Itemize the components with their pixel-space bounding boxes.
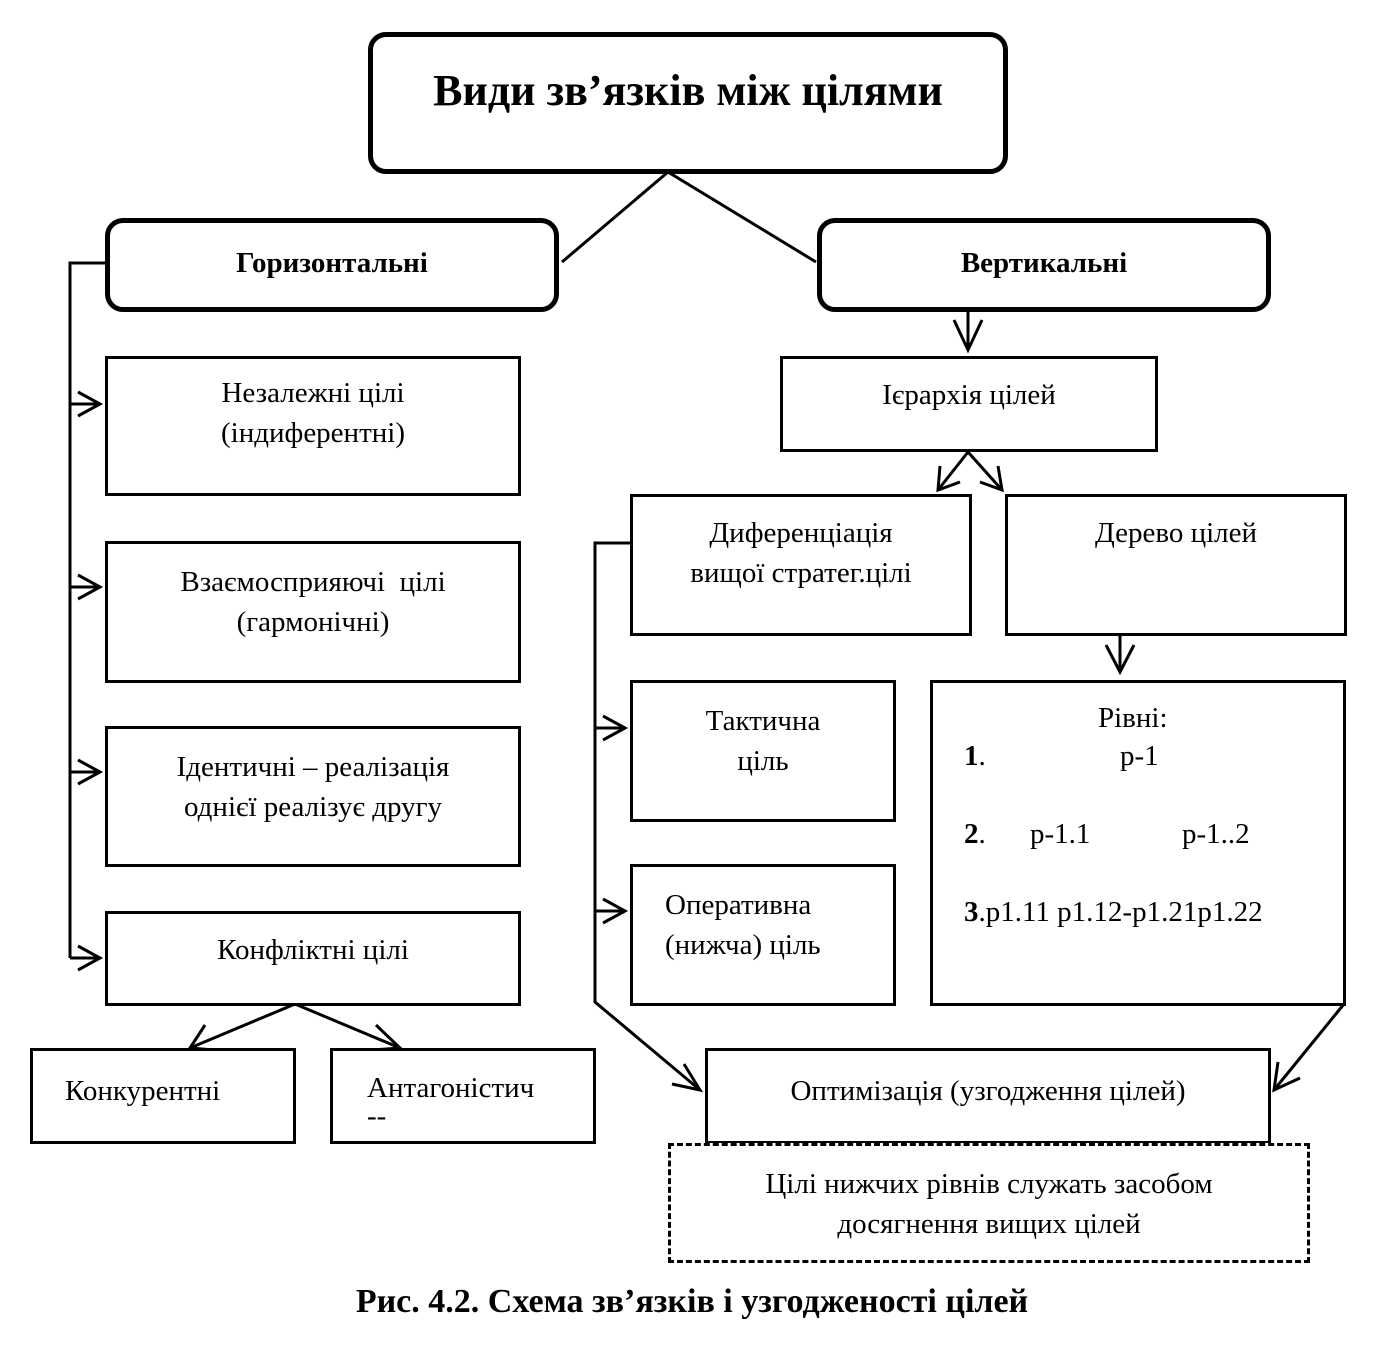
competitive-label: Конкурентні <box>65 1075 221 1107</box>
title-box: Види зв’язків між цілями <box>368 32 1008 174</box>
hierarchy-box: Ієрархія цілей <box>780 356 1158 452</box>
arrowhead-harmonic <box>77 573 104 601</box>
harmonic-goals-line2: (гармонічні) <box>236 606 390 638</box>
vertical-label: Вертикальні <box>960 247 1128 279</box>
goal-tree-box: Дерево цілей <box>1005 494 1347 636</box>
conflict-goals-line1: Конфліктні цілі <box>217 934 409 966</box>
independent-goals-box: Незалежні цілі (індиферентні) <box>105 356 521 496</box>
tactical-goal-line1: Тактична <box>705 705 821 737</box>
arrowhead-tactical <box>602 714 629 742</box>
levels-box <box>930 680 1346 1006</box>
levels-row1: 1. <box>964 738 986 774</box>
harmonic-goals-box: Взаємосприяючі цілі (гармонічні) <box>105 541 521 683</box>
levels-title: Рівні: <box>1098 702 1168 734</box>
note-line2: досягнення вищих цілей <box>837 1208 1141 1240</box>
arrow-title-horizontal <box>561 170 669 264</box>
figure-caption: Рис. 4.2. Схема зв’язків і узгодженості … <box>355 1283 1029 1320</box>
conflict-goals-box: Конфліктні цілі <box>105 911 521 1006</box>
operational-goal-box: Оперативна (нижча) ціль <box>630 864 896 1006</box>
horizontal-category: Горизонтальні <box>105 218 559 312</box>
levels-row1-num: 1 <box>964 740 979 772</box>
arrow-hierarchy-differentiation <box>936 451 970 491</box>
identical-goals-box: Ідентичні – реалізація однієї реалізує д… <box>105 726 521 867</box>
arrowhead-hierarchy <box>952 319 984 354</box>
levels-row2-node-a: р-1.1 <box>1030 818 1091 850</box>
arrowhead-operational <box>602 897 629 925</box>
harmonic-goals-line1: Взаємосприяючі цілі <box>180 566 446 598</box>
antagonistic-box: Антагоністич -- <box>330 1048 596 1144</box>
horizontal-spine <box>68 261 106 958</box>
optimization-box: Оптимізація (узгодження цілей) <box>705 1048 1271 1144</box>
levels-row2-num: 2 <box>964 818 979 850</box>
differentiation-line2: вищої стратег.цілі <box>690 557 912 589</box>
arrow-levels-optimization <box>1272 1003 1346 1091</box>
levels-row3-nodes: .р1.11 р1.12-р1.21р1.22 <box>978 896 1263 928</box>
levels-row2-dot: . <box>978 818 986 850</box>
levels-row3: 3.р1.11 р1.12-р1.21р1.22 <box>964 894 1263 930</box>
diagram-title: Види зв’язків між цілями <box>433 66 943 115</box>
differentiation-box: Диференціація вищої стратег.цілі <box>630 494 972 636</box>
arrowhead-independent <box>77 390 104 418</box>
arrow-hierarchy-tree <box>966 450 1004 492</box>
arrowhead-conflict <box>77 944 104 972</box>
arrowhead-identical <box>77 758 104 786</box>
hierarchy-label: Ієрархія цілей <box>882 379 1056 411</box>
arrowhead-optimization-left <box>671 1063 704 1093</box>
note-box: Цілі нижчих рівнів служать засобом досяг… <box>668 1143 1310 1263</box>
arrow-title-vertical <box>667 170 817 264</box>
vertical-spine <box>593 541 701 1092</box>
tactical-goal-box: Тактична ціль <box>630 680 896 822</box>
levels-row2: 2. <box>964 816 986 852</box>
differentiation-line1: Диференціація <box>709 517 893 549</box>
levels-row2-node-b: р-1..2 <box>1182 818 1250 850</box>
tactical-goal-line2: ціль <box>737 745 789 777</box>
competitive-box: Конкурентні <box>30 1048 296 1144</box>
arrowhead-differentiation <box>936 465 961 493</box>
arrowhead-levels <box>1104 644 1136 676</box>
antagonistic-dashes: -- <box>367 1100 387 1132</box>
levels-row1-node: р-1 <box>1120 740 1159 772</box>
independent-goals-line2: (індиферентні) <box>221 417 405 449</box>
independent-goals-line1: Незалежні цілі <box>221 377 405 409</box>
identical-goals-line1: Ідентичні – реалізація <box>176 751 450 783</box>
arrowhead-tree <box>979 465 1004 493</box>
arrowhead-optimization-right <box>1272 1061 1301 1093</box>
arrow-conflict-competitive <box>189 1002 296 1050</box>
note-line1: Цілі нижчих рівнів служать засобом <box>765 1168 1213 1200</box>
antagonistic-label: Антагоністич <box>367 1072 535 1104</box>
operational-goal-line1: Оперативна <box>665 889 812 921</box>
levels-row1-dot: . <box>978 740 986 772</box>
levels-row3-num: 3 <box>964 896 979 928</box>
arrow-conflict-antagonistic <box>294 1002 401 1050</box>
horizontal-label: Горизонтальні <box>236 247 428 279</box>
operational-goal-line2: (нижча) ціль <box>665 929 821 961</box>
vertical-category: Вертикальні <box>817 218 1271 312</box>
optimization-label: Оптимізація (узгодження цілей) <box>790 1075 1186 1107</box>
identical-goals-line2: однієї реалізує другу <box>184 791 442 823</box>
goal-tree-label: Дерево цілей <box>1094 517 1258 549</box>
